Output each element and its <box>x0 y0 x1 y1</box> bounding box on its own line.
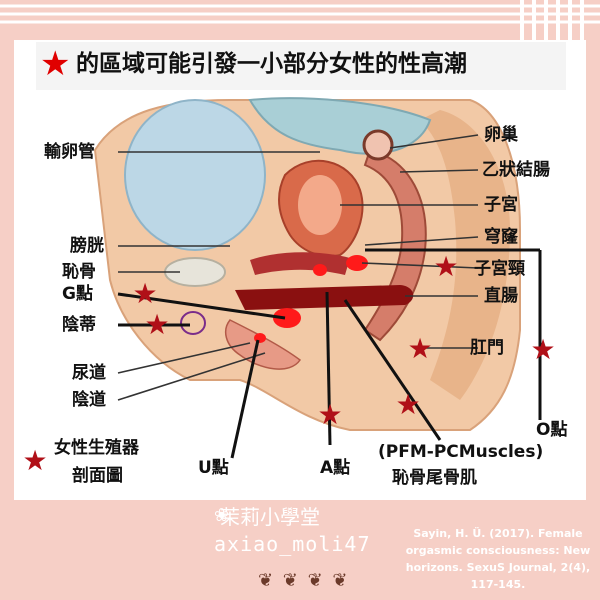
cervix-spot <box>346 255 368 271</box>
line-pc <box>343 299 442 441</box>
line-urethra <box>117 342 251 374</box>
title-star-icon: ★ <box>40 44 71 84</box>
label-rectum: 直腸 <box>484 286 518 306</box>
line-sigmoid <box>399 169 479 173</box>
caption-line-1: 女性生殖器 <box>54 438 139 458</box>
u-spot-highlight <box>254 333 266 343</box>
star-a-spot-icon: ★ <box>317 398 342 431</box>
g-spot-highlight <box>273 308 301 328</box>
line-ovary <box>389 134 479 149</box>
flower-icon: ❀ <box>214 505 230 526</box>
clitoris-marker-ring <box>180 311 206 335</box>
label-clitoris: 陰蒂 <box>62 315 96 335</box>
line-fornix <box>364 236 479 246</box>
label-fornix: 穹窿 <box>484 227 518 247</box>
citation-text: Sayin, H. Ü. (2017). Female orgasmic con… <box>405 527 591 591</box>
brand-name: 茉莉小學堂 <box>220 505 320 529</box>
ovary-shape <box>362 129 394 161</box>
pc-muscle-band <box>235 285 414 310</box>
fornix-spot <box>313 264 327 276</box>
line-cervix <box>361 262 479 269</box>
decorative-stripes <box>0 0 600 40</box>
line-vagina <box>117 352 266 401</box>
label-fallopian-tube: 輸卵管 <box>44 142 95 162</box>
caption-line-2: 剖面圖 <box>72 466 123 486</box>
star-anus-icon: ★ <box>407 332 432 365</box>
label-ovary: 卵巢 <box>484 125 518 145</box>
line-u-spot <box>230 339 260 459</box>
spine-area <box>420 110 510 400</box>
label-pc-muscle: 恥骨尾骨肌 <box>392 468 477 488</box>
label-pfm: (PFM-PCMuscles) <box>378 442 544 462</box>
label-anus: 肛門 <box>470 338 504 358</box>
social-handle: axiao_moli47 <box>214 532 371 556</box>
ornament-icon: ❦ ❦ ❦ ❦ <box>258 570 350 591</box>
label-vagina: 陰道 <box>72 390 106 410</box>
star-legend-icon: ★ <box>22 444 47 477</box>
label-sigmoid-colon: 乙狀結腸 <box>482 160 550 180</box>
uterus-inner <box>298 175 342 235</box>
line-g-spot <box>117 292 286 320</box>
label-pubic-bone: 恥骨 <box>62 262 96 282</box>
line-a-spot <box>325 291 332 446</box>
star-g-spot-icon: ★ <box>132 277 157 310</box>
label-g-spot: G點 <box>62 284 93 304</box>
label-o-spot: O點 <box>536 420 568 440</box>
label-a-spot: A點 <box>320 458 351 478</box>
star-pc-icon: ★ <box>395 388 420 421</box>
page-title: 的區域可能引發一小部分女性的性高潮 <box>76 51 467 77</box>
label-bladder: 膀胱 <box>70 236 104 256</box>
star-o-spot-icon: ★ <box>530 333 555 366</box>
title-bar <box>36 42 566 90</box>
label-u-spot: U點 <box>198 458 229 478</box>
star-clitoris-icon: ★ <box>144 308 169 341</box>
label-cervix: 子宮頸 <box>474 259 525 279</box>
star-cervix-icon: ★ <box>433 250 458 283</box>
label-urethra: 尿道 <box>72 363 106 383</box>
bladder-shape <box>124 99 266 251</box>
label-uterus: 子宮 <box>484 195 518 215</box>
